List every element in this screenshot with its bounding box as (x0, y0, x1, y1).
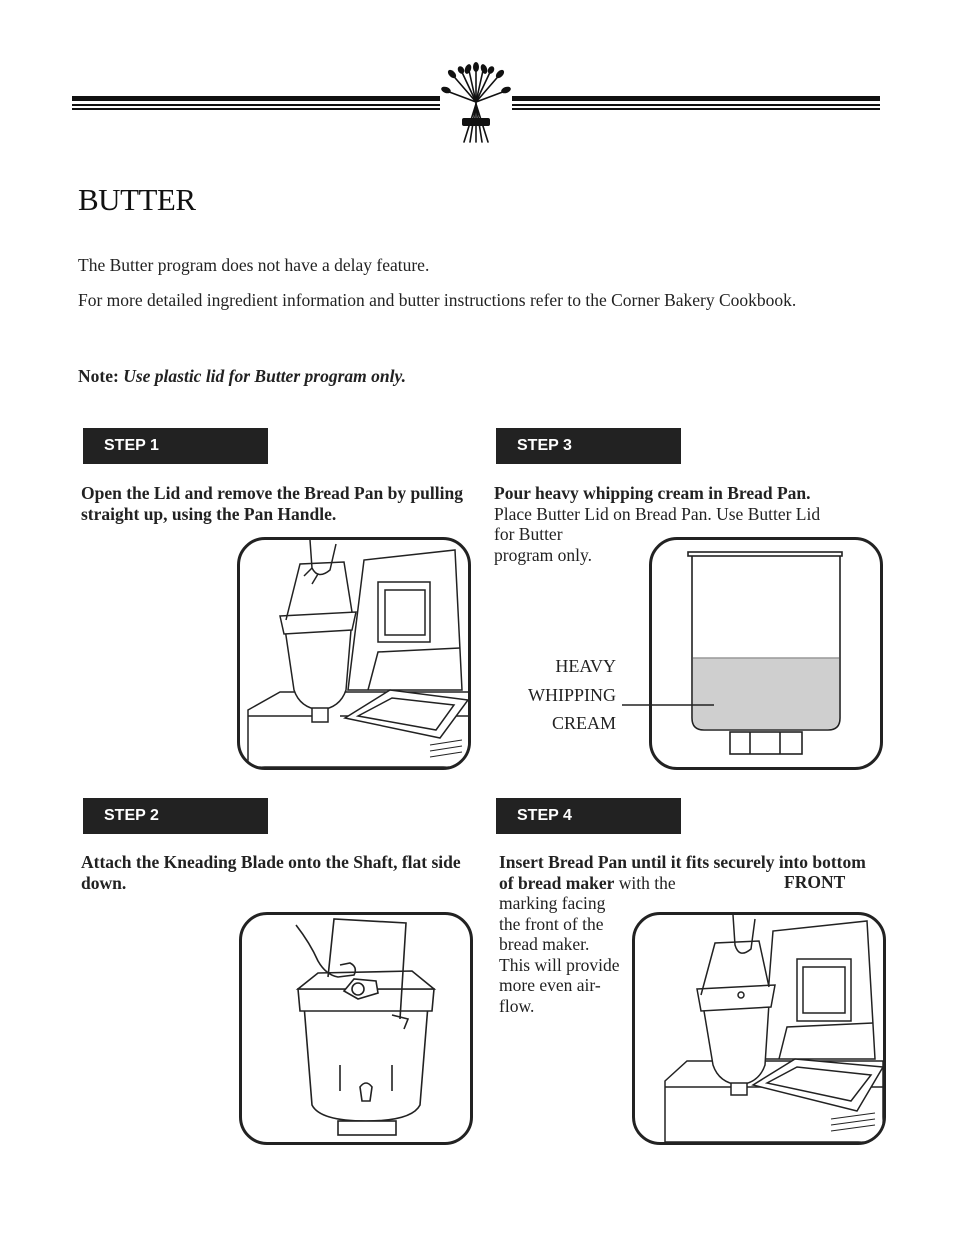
note-label: Note: (78, 366, 119, 386)
step-4-illustration (632, 912, 886, 1145)
note-text: Use plastic lid for Butter program only. (123, 366, 406, 386)
callout-line-3: CREAM (551, 713, 616, 733)
intro-cookbook-note: For more detailed ingredient information… (78, 290, 797, 310)
step-1-text: Open the Lid and remove the Bread Pan by… (81, 483, 463, 524)
callout-line-2: WHIPPING (528, 684, 616, 705)
step-1-header: STEP 1 (83, 428, 268, 464)
step-3-line-2: for Butter (494, 524, 563, 544)
step-3-text: Pour heavy whipping cream in Bread Pan. … (494, 483, 884, 565)
step-4-continued-text: marking facing the front of the bread ma… (499, 893, 620, 1016)
step-1-illustration (237, 537, 471, 770)
step-3-line-1: Place Butter Lid on Bread Pan. Use Butte… (494, 503, 821, 524)
callout-leader-line (622, 704, 714, 706)
step-4-text: Insert Bread Pan until it fits securely … (499, 852, 879, 893)
step-2-illustration (239, 912, 473, 1145)
step-4-bold-text: Insert Bread Pan until it fits securely … (499, 852, 866, 893)
step-3-line-3: program only. (494, 544, 593, 565)
step-2-text: Attach the Kneading Blade onto the Shaft… (81, 852, 461, 893)
step-3-header: STEP 3 (496, 428, 681, 464)
heavy-whipping-cream-callout: HEAVY WHIPPING CREAM (480, 652, 616, 738)
page-title: BUTTER (78, 182, 196, 217)
front-marking-label: FRONT (784, 872, 846, 892)
step-2-header: STEP 2 (83, 798, 268, 834)
callout-line-1: HEAVY (555, 656, 616, 676)
plastic-lid-note: Note: Use plastic lid for Butter program… (78, 366, 406, 387)
step-4-header: STEP 4 (496, 798, 681, 834)
intro-delay-note: The Butter program does not have a delay… (78, 255, 430, 275)
step-4-normal-text: with the (614, 872, 676, 893)
step-3-bold-text: Pour heavy whipping cream in Bread Pan. (494, 483, 811, 503)
step-3-illustration (649, 537, 883, 770)
wheat-sheaf-icon (440, 62, 512, 146)
